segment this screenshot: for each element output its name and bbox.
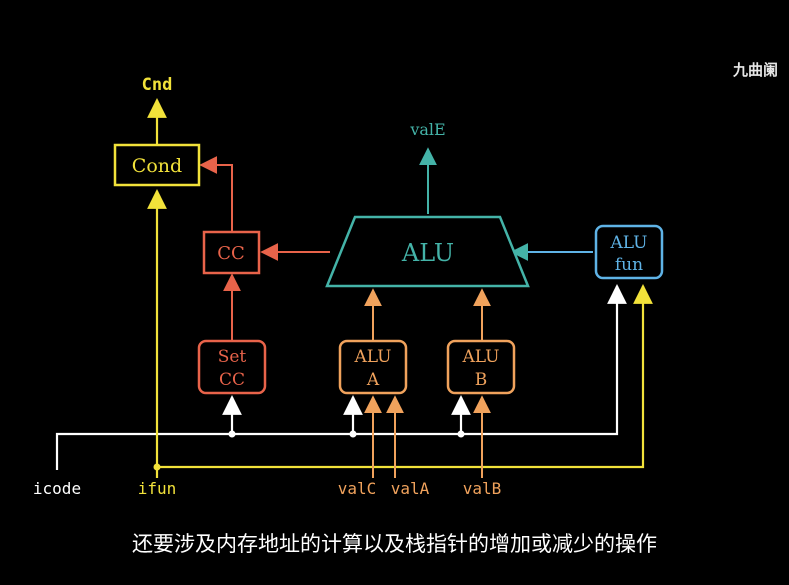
- ifun-label: ifun: [138, 479, 177, 498]
- alu-b-line2: B: [475, 370, 488, 390]
- set-cc-box: Set CC: [197, 339, 267, 395]
- cc-box: CC: [202, 230, 261, 275]
- alu-b-box: ALU B: [446, 339, 516, 395]
- val-b-label: valB: [463, 479, 502, 498]
- cond-label: Cond: [132, 155, 182, 177]
- val-e-label: valE: [409, 120, 445, 139]
- cnd-label: Cnd: [142, 75, 173, 95]
- set-cc-line1: Set: [218, 347, 247, 367]
- channel-watermark: 九曲阑: [733, 61, 779, 79]
- video-subtitle: 还要涉及内存地址的计算以及栈指针的增加或减少的操作: [132, 532, 657, 556]
- alu-a-line1: ALU: [354, 347, 392, 367]
- icode-label: icode: [33, 479, 81, 498]
- ifun-bus: [147, 98, 653, 478]
- operand-inputs: [364, 288, 491, 478]
- alu-label: ALU: [401, 239, 454, 267]
- alu-a-box: ALU A: [338, 339, 408, 395]
- cond-box: Cond: [113, 143, 201, 187]
- alu-fun-line2: fun: [615, 255, 643, 275]
- val-c-label: valC: [338, 479, 377, 498]
- icode-bus: [55, 284, 627, 470]
- alu-fun-box: ALU fun: [594, 224, 664, 280]
- cc-paths: [199, 156, 330, 340]
- val-a-label: valA: [391, 479, 430, 498]
- alu-a-line2: A: [366, 370, 380, 390]
- cc-label: CC: [217, 243, 245, 264]
- alu-fun-line1: ALU: [610, 233, 648, 253]
- ifun-junction: [153, 463, 161, 471]
- alu-b-line1: ALU: [462, 347, 500, 367]
- set-cc-line2: CC: [219, 370, 245, 390]
- alu-unit: ALU: [325, 215, 530, 288]
- icode-bus-junctions: [228, 430, 465, 438]
